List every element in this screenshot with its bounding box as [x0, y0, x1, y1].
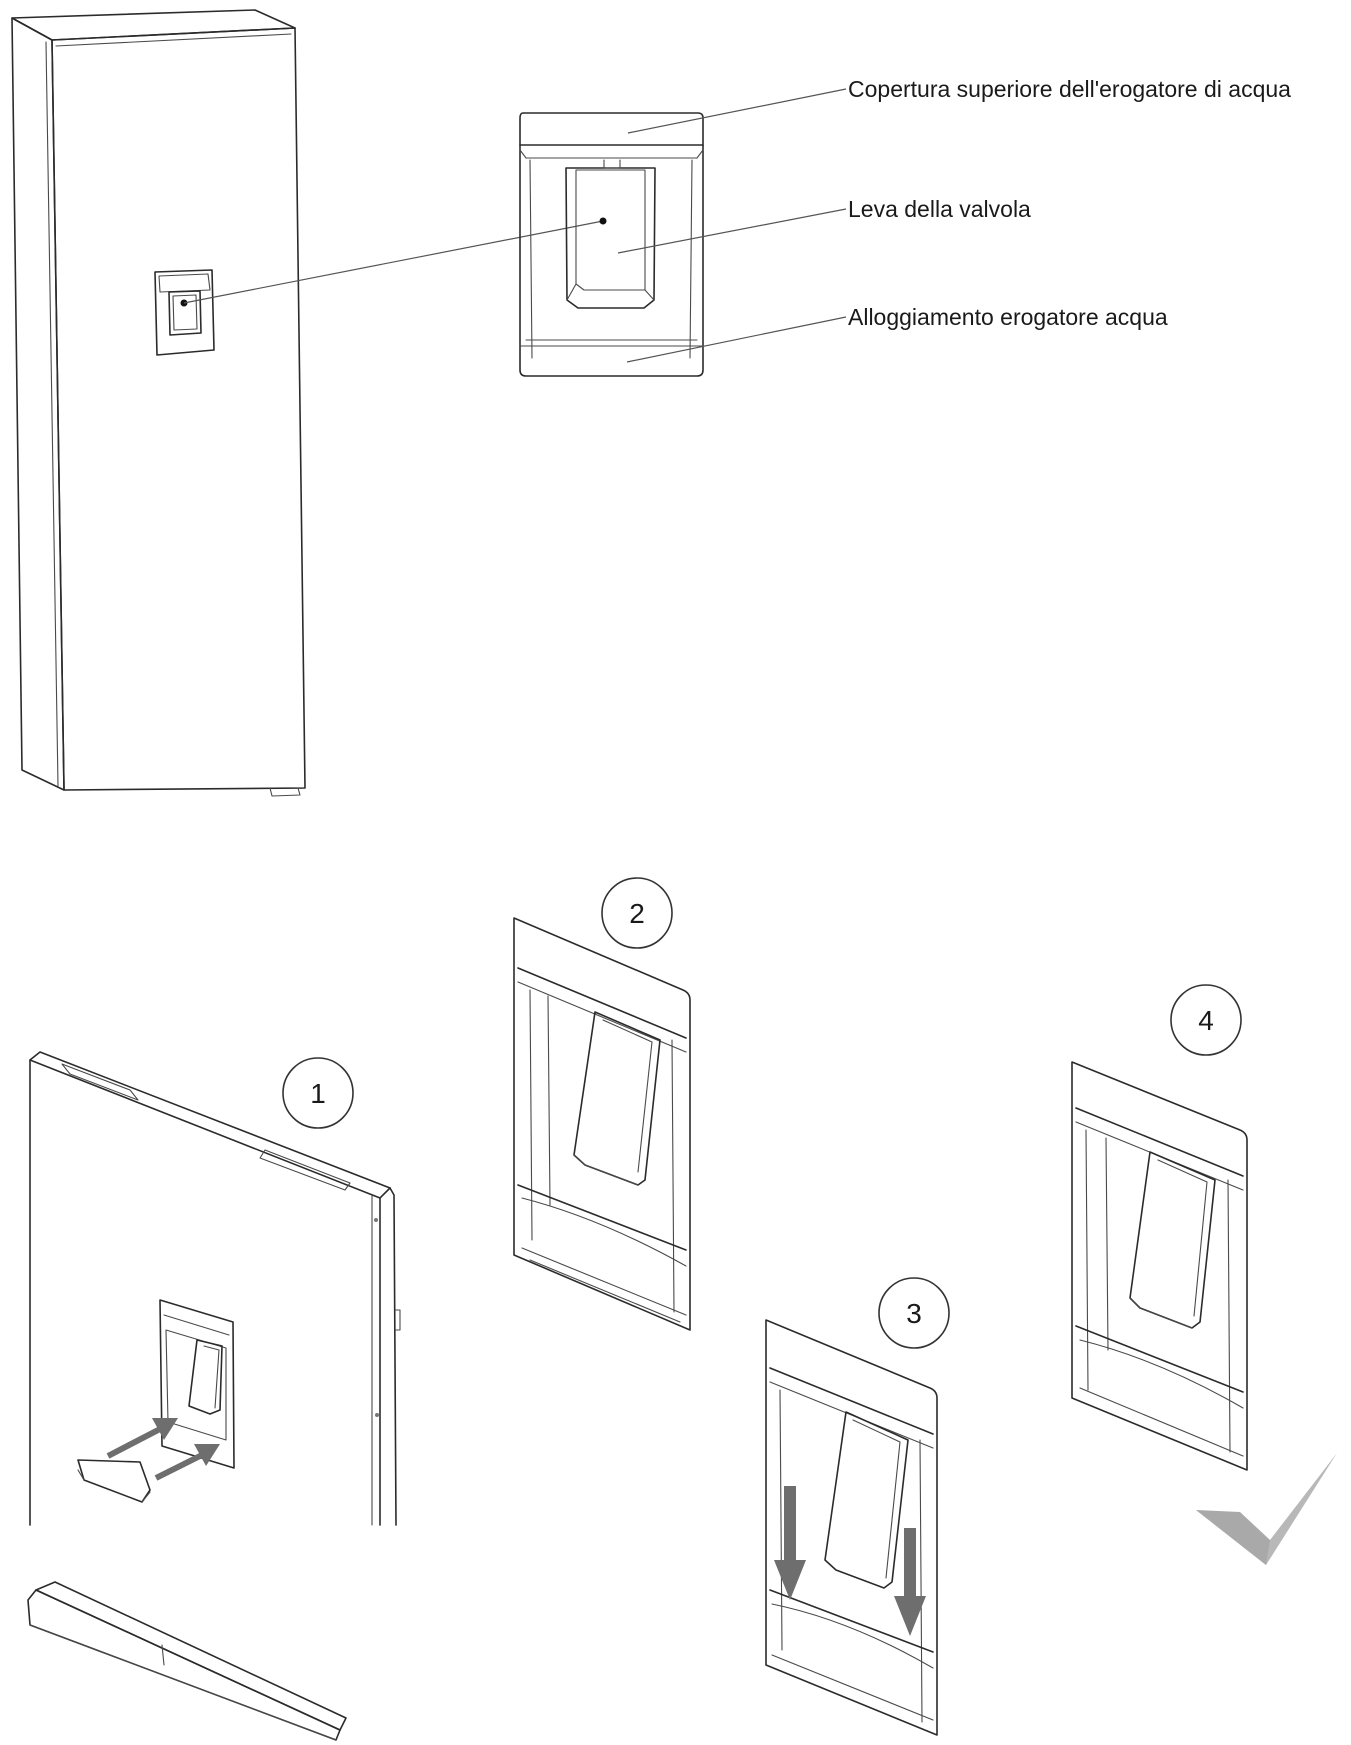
step-badge-4: 4 [1170, 984, 1242, 1056]
label-housing: Alloggiamento erogatore acqua [848, 304, 1168, 330]
fridge-illustration [11, 9, 604, 797]
step-badge-1: 1 [282, 1057, 354, 1129]
step-4-illustration [1071, 1061, 1248, 1471]
step-2-illustration [513, 917, 691, 1331]
drip-tray-illustration [27, 1581, 347, 1741]
step-number-4: 4 [1198, 1005, 1214, 1036]
checkmark-icon [1196, 1453, 1337, 1565]
step-number-1: 1 [310, 1078, 326, 1109]
callout-leaders [617, 88, 847, 363]
step-number-3: 3 [906, 1298, 922, 1329]
arrow-icon [774, 1486, 926, 1636]
step-number-2: 2 [629, 898, 645, 929]
step-badge-3: 3 [878, 1277, 950, 1349]
step-3-illustration [765, 1319, 938, 1736]
label-top-cover: Copertura superiore dell'erogatore di ac… [848, 76, 1291, 102]
arrow-icon [106, 1418, 220, 1481]
door-dispenser-recess [154, 269, 215, 356]
label-valve-lever: Leva della valvola [848, 196, 1031, 222]
dispenser-detail [519, 112, 704, 377]
step-badge-2: 2 [601, 877, 673, 949]
step-1-illustration [29, 1051, 401, 1526]
